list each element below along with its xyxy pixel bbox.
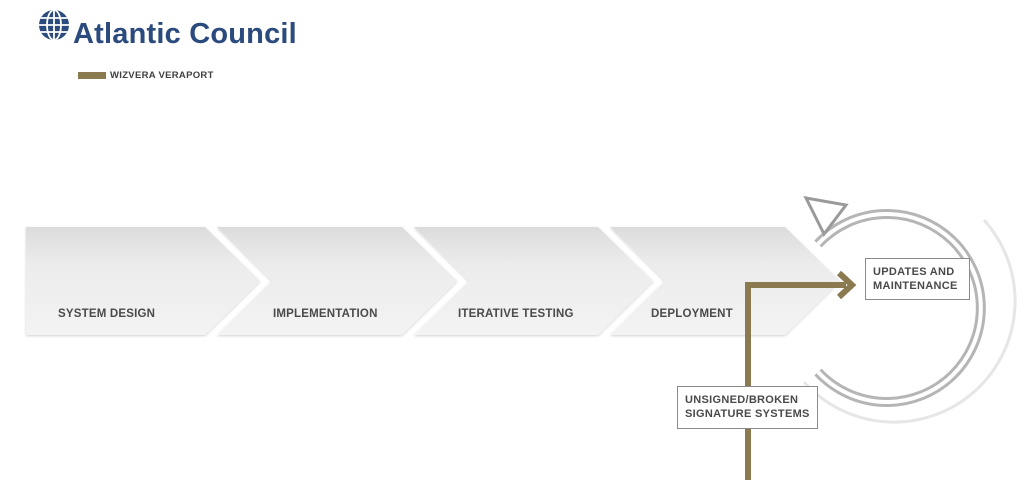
- updates-box-line2: MAINTENANCE: [873, 280, 958, 292]
- globe-grid-icon: [39, 10, 69, 40]
- stage-label-iterative-testing: ITERATIVE TESTING: [458, 308, 574, 320]
- chevron-implementation: [217, 227, 457, 335]
- legend: WIZVERA VERAPORT: [78, 70, 214, 81]
- unsigned-box-line2: SIGNATURE SYSTEMS: [685, 408, 810, 420]
- org-name: Atlantic Council: [73, 18, 297, 50]
- chevron-iterative-testing: [414, 227, 653, 335]
- chevron-deployment: [610, 227, 840, 335]
- stage-label-deployment: DEPLOYMENT: [651, 308, 733, 320]
- updates-box-line1: UPDATES AND: [873, 266, 955, 278]
- stage-label-system-design: SYSTEM DESIGN: [58, 308, 156, 320]
- cycle-arrow: [802, 196, 1017, 424]
- stage-label-implementation: IMPLEMENTATION: [273, 308, 378, 320]
- legend-swatch: [78, 72, 106, 79]
- chevron-system-design: [26, 227, 260, 335]
- unsigned-signature-box: UNSIGNED/BROKEN SIGNATURE SYSTEMS: [677, 386, 818, 429]
- brand-header: Atlantic Council: [38, 6, 297, 50]
- legend-label: WIZVERA VERAPORT: [110, 70, 214, 81]
- updates-maintenance-box: UPDATES AND MAINTENANCE: [865, 258, 970, 300]
- unsigned-box-line1: UNSIGNED/BROKEN: [685, 394, 799, 406]
